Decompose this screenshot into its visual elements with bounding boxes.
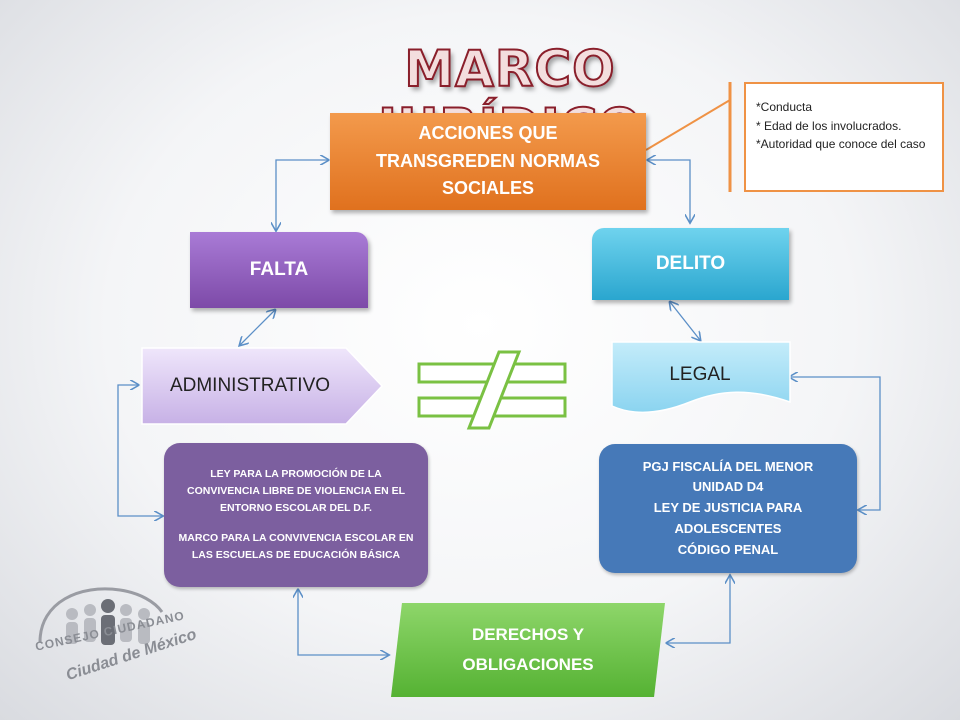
administrativo-shape	[141, 347, 384, 425]
ley-paragraph-2: MARCO PARA LA CONVIVENCIA ESCOLAR EN LAS…	[178, 532, 414, 562]
note-item-edad: * Edad de los involucrados.	[756, 118, 902, 133]
connector-admin-ley	[117, 385, 162, 516]
acciones-line3: SOCIALES	[441, 178, 534, 199]
delito-label: DELITO	[655, 253, 726, 274]
legal-label: LEGAL	[669, 364, 731, 385]
connector-ley-derechos	[298, 590, 388, 655]
pgj-line-4: ADOLESCENTES	[674, 520, 782, 536]
note-callout-line	[645, 99, 731, 151]
acciones-line1: ACCIONES QUE	[418, 122, 558, 143]
pgj-line-3: LEY DE JUSTICIA PARA	[653, 500, 803, 516]
connector-falta-admin	[240, 310, 275, 345]
delito-box: DELITO	[592, 228, 789, 300]
administrativo-box: ADMINISTRATIVO	[150, 346, 350, 426]
connector-acciones-delito	[648, 160, 690, 222]
consejo-ciudadano-logo-icon	[38, 587, 164, 645]
falta-box: FALTA	[190, 232, 368, 308]
pgj-line-1: PGJ FISCALÍA DEL MENOR	[642, 458, 814, 474]
acciones-line2: TRANSGREDEN NORMAS	[375, 150, 600, 171]
note-item-conducta: *Conducta	[756, 100, 813, 114]
pgj-line-5: CÓDIGO PENAL	[677, 541, 779, 557]
acciones-box: ACCIONES QUE TRANSGREDEN NORMAS SOCIALES	[330, 113, 646, 210]
connector-delito-legal	[670, 302, 700, 340]
not-equal-icon	[417, 350, 567, 430]
falta-label: FALTA	[249, 259, 309, 280]
legal-shape	[611, 341, 791, 414]
ley-paragraph-1: LEY PARA LA PROMOCIÓN DE LA CONVIVENCIA …	[187, 468, 405, 514]
derechos-box: DERECHOS Y OBLIGACIONES	[391, 603, 665, 697]
connector-acciones-falta	[276, 160, 328, 230]
legal-box: LEGAL	[610, 350, 790, 400]
derechos-line2: OBLIGACIONES	[462, 655, 594, 674]
pgj-box: PGJ FISCALÍA DEL MENOR UNIDAD D4 LEY DE …	[599, 444, 857, 573]
ley-box: LEY PARA LA PROMOCIÓN DE LA CONVIVENCIA …	[164, 443, 428, 587]
pgj-line-2: UNIDAD D4	[692, 479, 764, 495]
derechos-line1: DERECHOS Y	[471, 625, 585, 645]
note-box: *Conducta * Edad de los involucrados. *A…	[744, 82, 944, 192]
administrativo-label: ADMINISTRATIVO	[169, 375, 331, 396]
connector-pgj-derechos	[667, 576, 730, 643]
note-item-autoridad: *Autoridad que conoce del caso	[756, 137, 926, 152]
connector-legal-pgj	[790, 377, 881, 510]
